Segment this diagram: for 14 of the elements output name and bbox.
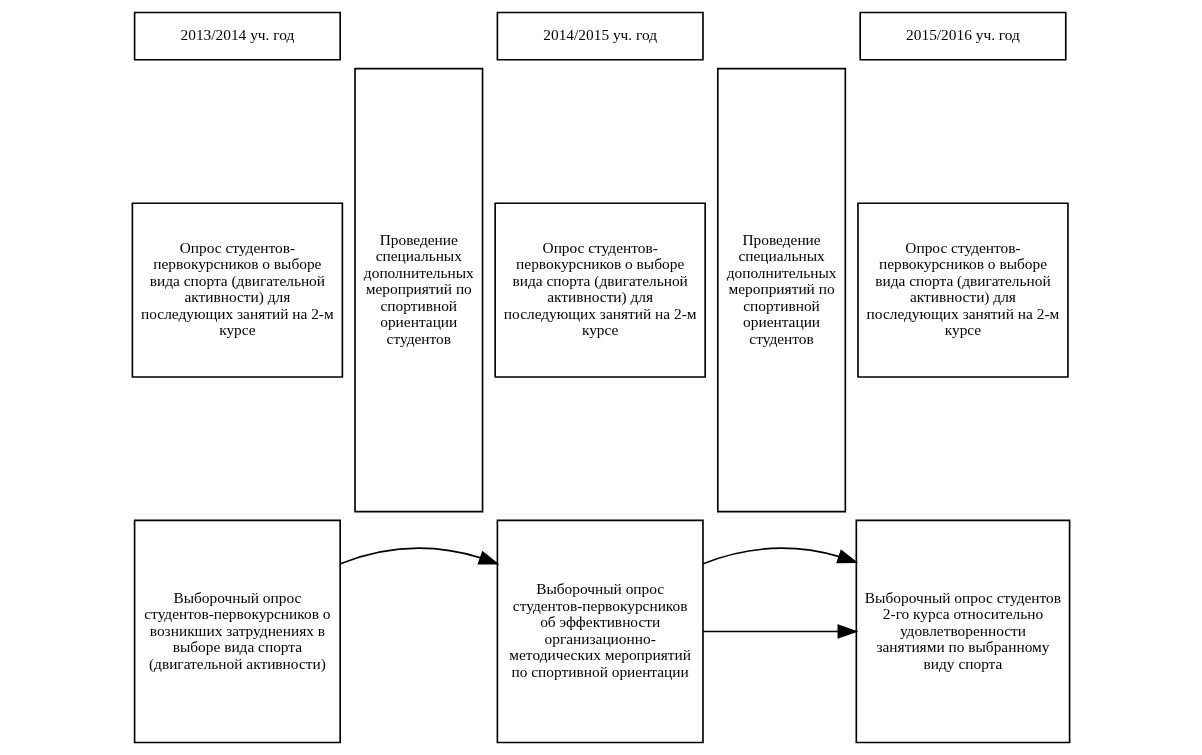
node-box: Выборочный опрос студентов-первокурсников об эффективности организационно-методических мероприятий по спортивной ориентации: [496, 519, 704, 744]
arrow: [702, 624, 859, 639]
node-box: 2014/2015 уч. год: [496, 11, 704, 61]
node-box: Выборочный опрос студентов-первокурсников о возникших затруднениях в выборе вида спорта (двигательной активности): [133, 519, 341, 744]
node-box: 2015/2016 уч. год: [859, 11, 1067, 61]
node-box: Опрос студентов-первокурсников о выборе вида спорта (двигательной активности) для последующих занятий на 2-м курсе: [131, 202, 344, 378]
node-box: Опрос студентов-первокурсников о выборе вида спорта (двигательной активности) для последующих занятий на 2-м курсе: [857, 202, 1069, 378]
node-box: Опрос студентов-первокурсников о выборе вида спорта (двигательной активности) для последующих занятий на 2-м курсе: [494, 202, 706, 378]
arrow: [339, 547, 500, 565]
node-box: Выборочный опрос студентов 2-го курса относительно удовлетворенности занятиями по выбранному виду спорта: [855, 519, 1071, 744]
node-box: Проведение специальных дополнительных мероприятий по спортивной ориентации студентов: [717, 67, 847, 513]
arrow: [702, 547, 859, 565]
node-box: 2013/2014 уч. год: [133, 11, 341, 61]
node-box: Проведение специальных дополнительных мероприятий по спортивной ориентации студентов: [354, 67, 484, 513]
